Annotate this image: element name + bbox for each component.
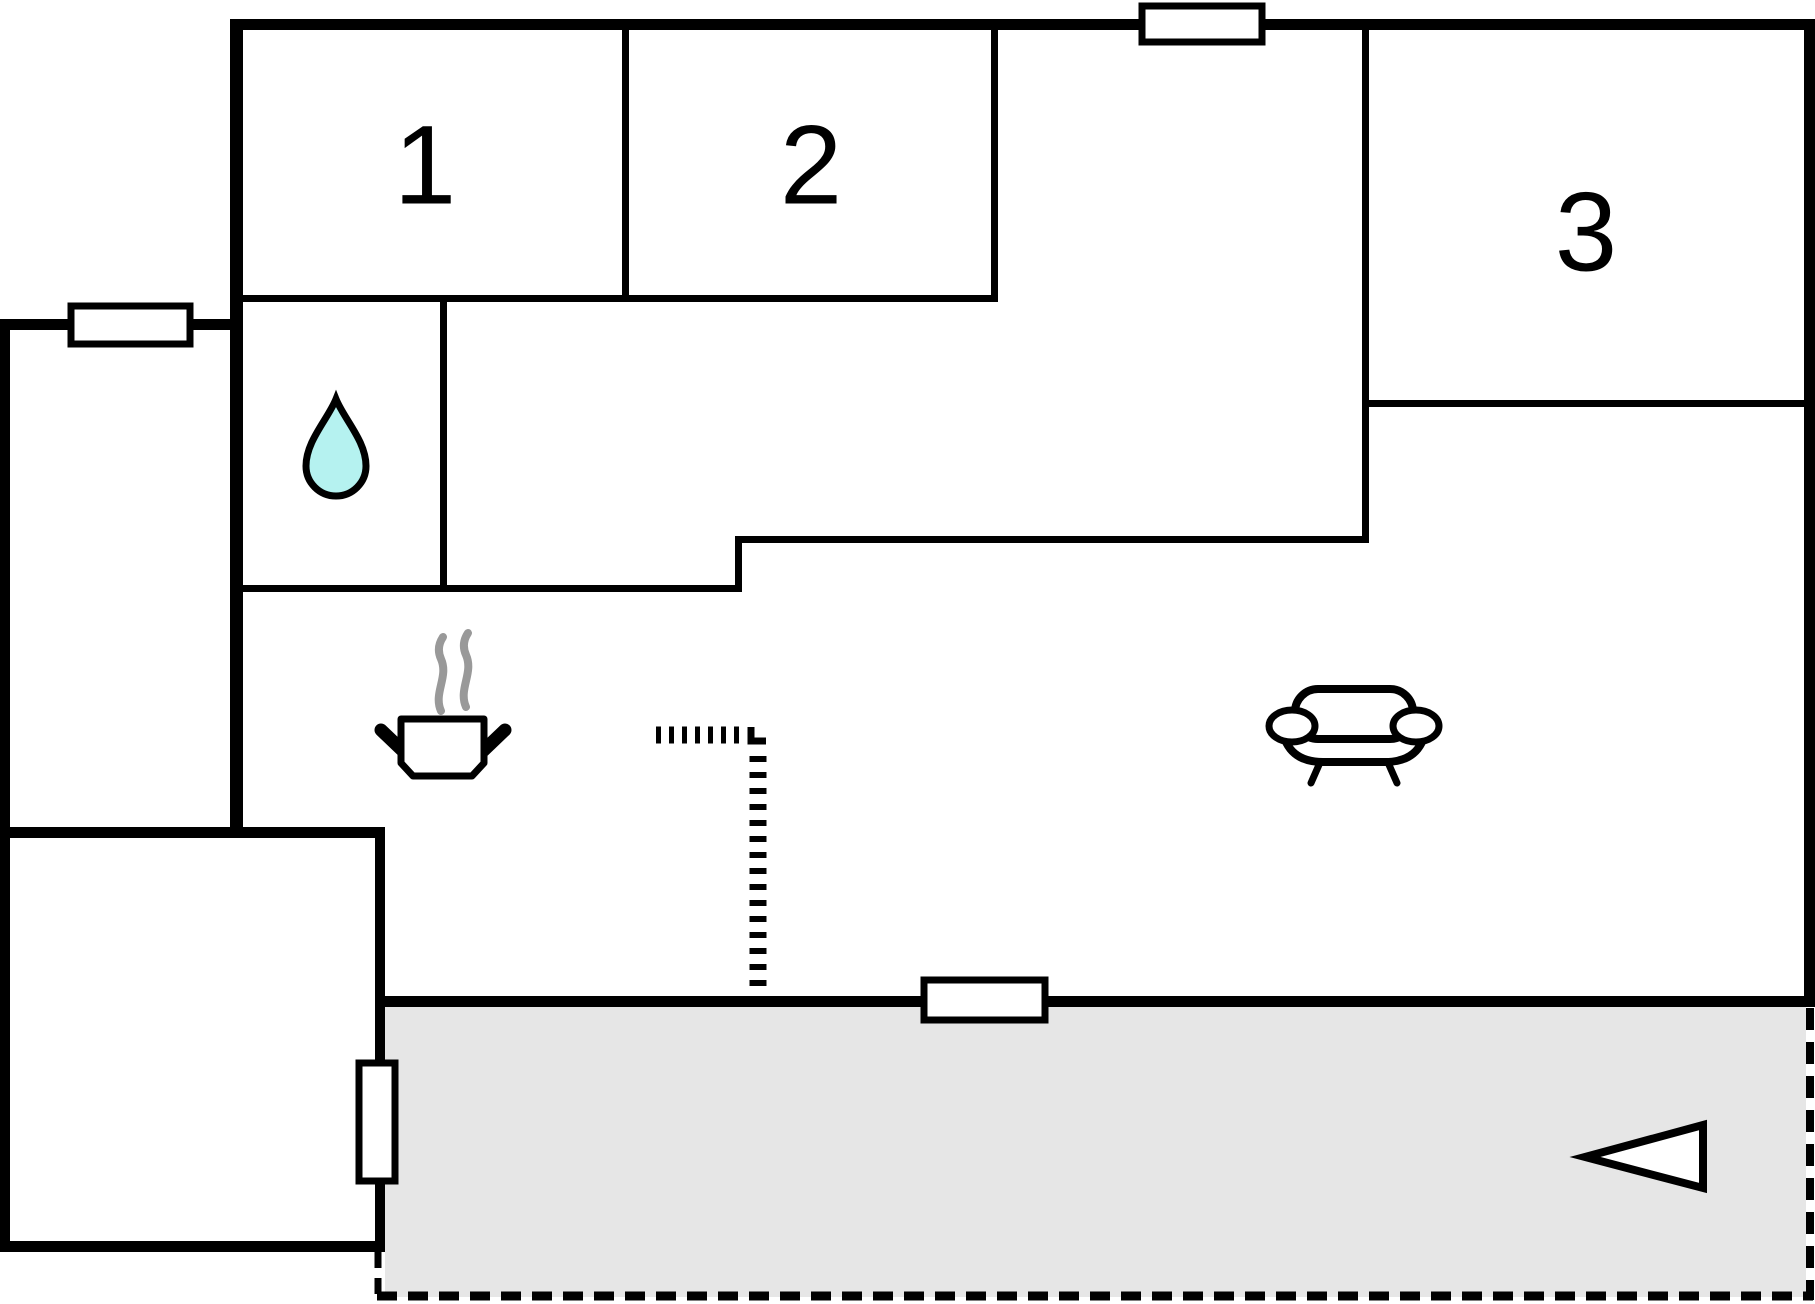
wall-main-bottom — [375, 996, 1815, 1007]
water-drop-icon — [302, 389, 370, 500]
wall-hall-bottom — [735, 536, 1369, 543]
wall-rooms-bottom — [243, 295, 998, 302]
wall-annex-right-lower — [375, 1183, 385, 1252]
window-bottom — [920, 976, 1049, 1024]
cooking-pot-icon — [374, 629, 512, 780]
wall-main-right — [1804, 19, 1815, 1007]
window-annex — [67, 302, 194, 348]
wall-room3-bottom — [1362, 400, 1805, 407]
wall-main-top — [230, 19, 1815, 30]
wall-bathroom-divider — [440, 302, 447, 592]
wall-bathroom-block-bottom — [243, 585, 742, 592]
wall-main-left — [230, 19, 243, 838]
room-2-label: 2 — [780, 103, 842, 228]
sofa-armrest-left — [1265, 706, 1319, 746]
window-terrace — [355, 1059, 399, 1185]
room-1-label: 1 — [394, 103, 456, 228]
window-top — [1138, 2, 1266, 46]
steam-icon — [459, 629, 473, 711]
wall-room1-room2-divider — [622, 30, 629, 295]
wall-annex-divider — [0, 827, 385, 838]
wall-annex-bottom — [0, 1241, 385, 1252]
pot-body — [397, 715, 488, 780]
sofa-armrest-right — [1389, 706, 1443, 746]
room-3-label: 3 — [1555, 170, 1617, 295]
stairs-dashed-line — [656, 726, 767, 995]
terrace-area — [385, 1007, 1806, 1297]
arrow-left-icon — [1569, 1119, 1707, 1194]
stairs-corner — [747, 727, 766, 745]
wall-bathroom-block-jog — [735, 536, 742, 592]
sofa-icon — [1265, 685, 1443, 787]
wall-annex-left — [0, 319, 10, 1252]
wall-room3-left — [1362, 30, 1369, 543]
wall-annex-right-upper — [375, 838, 385, 1062]
steam-icon — [434, 633, 448, 715]
wall-room2-right — [991, 30, 998, 302]
